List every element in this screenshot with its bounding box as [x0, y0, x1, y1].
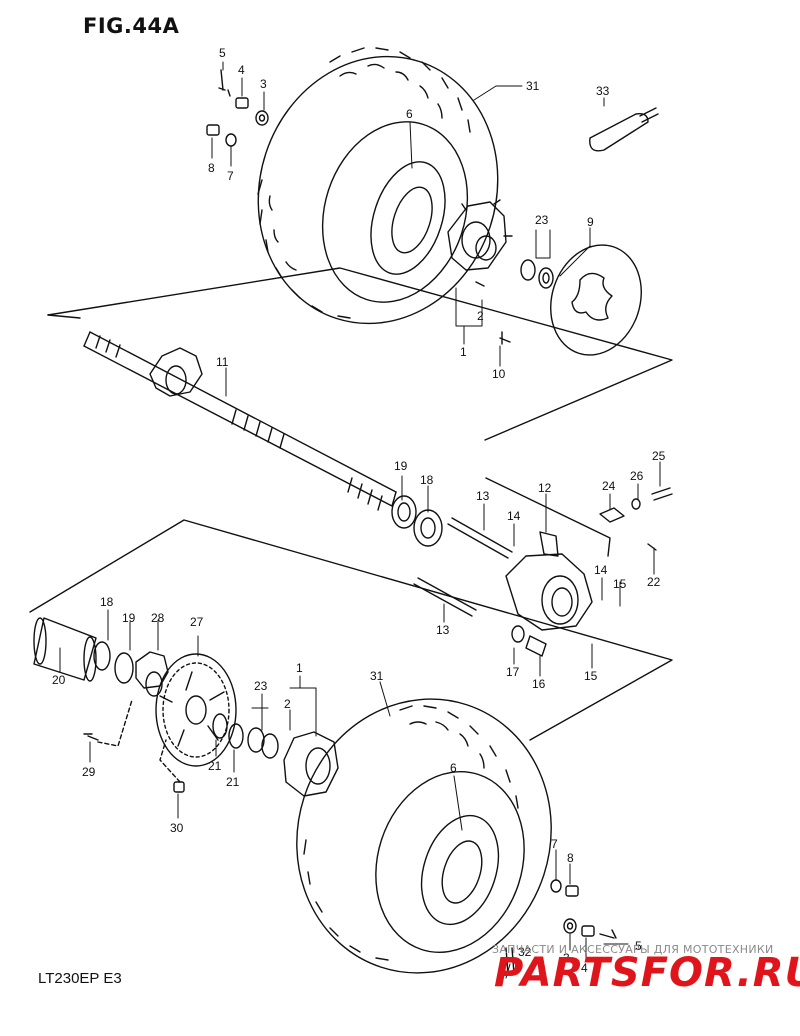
- dash-29: [97, 699, 133, 747]
- watermark-tagline: ЗАПЧАСТИ И АКСЕССУАРЫ ДЛЯ МОТОТЕХНИКИ: [492, 943, 774, 956]
- callout-4-bottom: 4: [581, 961, 588, 975]
- lower-hub: [283, 731, 339, 797]
- mid-bearings: [391, 495, 443, 547]
- callout-16: 16: [532, 677, 546, 691]
- callout-3: 3: [260, 77, 267, 91]
- model-code: LT230EP E3: [38, 970, 122, 987]
- callout-12: 12: [538, 481, 552, 495]
- sprocket-hub-28: [135, 651, 169, 697]
- upper-frame-line: [47, 267, 673, 441]
- callout-24: 24: [602, 479, 616, 493]
- callout-11: 11: [216, 355, 229, 369]
- callout-13-upper: 13: [476, 489, 490, 503]
- callout-17: 17: [506, 665, 520, 679]
- callout-32: 32: [518, 945, 532, 959]
- bottom-nuts: [550, 879, 617, 939]
- bottom-tire: [296, 698, 552, 974]
- callout-6-top: 6: [406, 107, 413, 121]
- callout-9: 9: [587, 215, 594, 229]
- callout-29: 29: [82, 765, 96, 779]
- callout-15-lower: 15: [584, 669, 598, 683]
- callout-19-left: 19: [122, 611, 136, 625]
- callout-2-top: 2: [477, 309, 484, 323]
- callout-30: 30: [170, 821, 184, 835]
- callout-28: 28: [151, 611, 165, 625]
- callout-7-bottom: 7: [551, 837, 558, 851]
- top-hub: [447, 199, 513, 271]
- top-bolts: [475, 281, 511, 345]
- callout-2-bottom: 2: [284, 697, 291, 711]
- callout-1-top: 1: [460, 345, 467, 359]
- callout-8-bottom: 8: [567, 851, 574, 865]
- callout-6-bottom: 6: [450, 761, 457, 775]
- callout-18-left: 18: [100, 595, 114, 609]
- top-nuts: [206, 69, 269, 147]
- brake-disc: [550, 244, 642, 356]
- figure-title: FIG.44A: [83, 14, 180, 38]
- top-bearings: [520, 259, 554, 289]
- callout-31-bottom: 31: [370, 669, 384, 683]
- callout-22: 22: [647, 575, 661, 589]
- bolt-lower: [413, 577, 477, 617]
- callout-4: 4: [238, 63, 245, 77]
- axle-cap: [589, 107, 659, 152]
- callout-8: 8: [208, 161, 215, 175]
- callout-7: 7: [227, 169, 234, 183]
- adjuster: [511, 625, 547, 657]
- callout-1-bottom: 1: [296, 661, 303, 675]
- bearing-23b: [261, 733, 279, 759]
- callout-21b: 21: [226, 775, 240, 789]
- bracket-parts: [599, 487, 673, 551]
- washer-21a: [212, 713, 228, 739]
- callout-26: 26: [630, 469, 644, 483]
- nut-30: [173, 781, 185, 793]
- callout-19-mid: 19: [394, 459, 408, 473]
- callout-5-bottom: 5: [635, 939, 642, 953]
- bolt-upper: [447, 517, 513, 559]
- callout-14-lower: 14: [594, 563, 608, 577]
- callout-21a: 21: [208, 759, 222, 773]
- top-tire: [257, 47, 499, 325]
- bolt-leader: [485, 477, 611, 557]
- rear-axle: [83, 331, 397, 511]
- bearing-23a: [247, 727, 265, 753]
- washer-21b: [228, 723, 244, 749]
- spacer-20: [33, 617, 97, 682]
- callout-5: 5: [219, 46, 226, 60]
- leader-lines: [59, 61, 661, 979]
- callout-10: 10: [492, 367, 506, 381]
- callout-14-upper: 14: [507, 509, 521, 523]
- callout-20: 20: [52, 673, 66, 687]
- bolt-29: [83, 733, 99, 741]
- callout-labels: 5 4 3 8 7 31 6 33 23 9 2 1 10 11 19 18 2…: [52, 46, 666, 975]
- lower-frame-line: [29, 519, 673, 741]
- callout-3-bottom: 3: [563, 951, 570, 965]
- callout-13-lower: 13: [436, 623, 450, 637]
- seal-19: [114, 652, 134, 684]
- watermark-logo: PARTSFOR.RU: [494, 950, 800, 996]
- callout-25: 25: [652, 449, 666, 463]
- callout-23-top: 23: [535, 213, 549, 227]
- upper-frame-tick: [47, 314, 81, 319]
- axle-housing: [505, 531, 593, 631]
- cotter-32: [505, 947, 515, 975]
- seal-18: [93, 641, 111, 671]
- sprocket-27: [155, 653, 237, 767]
- callout-23-bottom: 23: [254, 679, 268, 693]
- callout-31-top: 31: [526, 79, 540, 93]
- callout-33: 33: [596, 84, 610, 98]
- callout-15-upper: 15: [613, 577, 627, 591]
- callout-27: 27: [190, 615, 204, 629]
- dash-30: [159, 739, 181, 783]
- callout-18-mid: 18: [420, 473, 434, 487]
